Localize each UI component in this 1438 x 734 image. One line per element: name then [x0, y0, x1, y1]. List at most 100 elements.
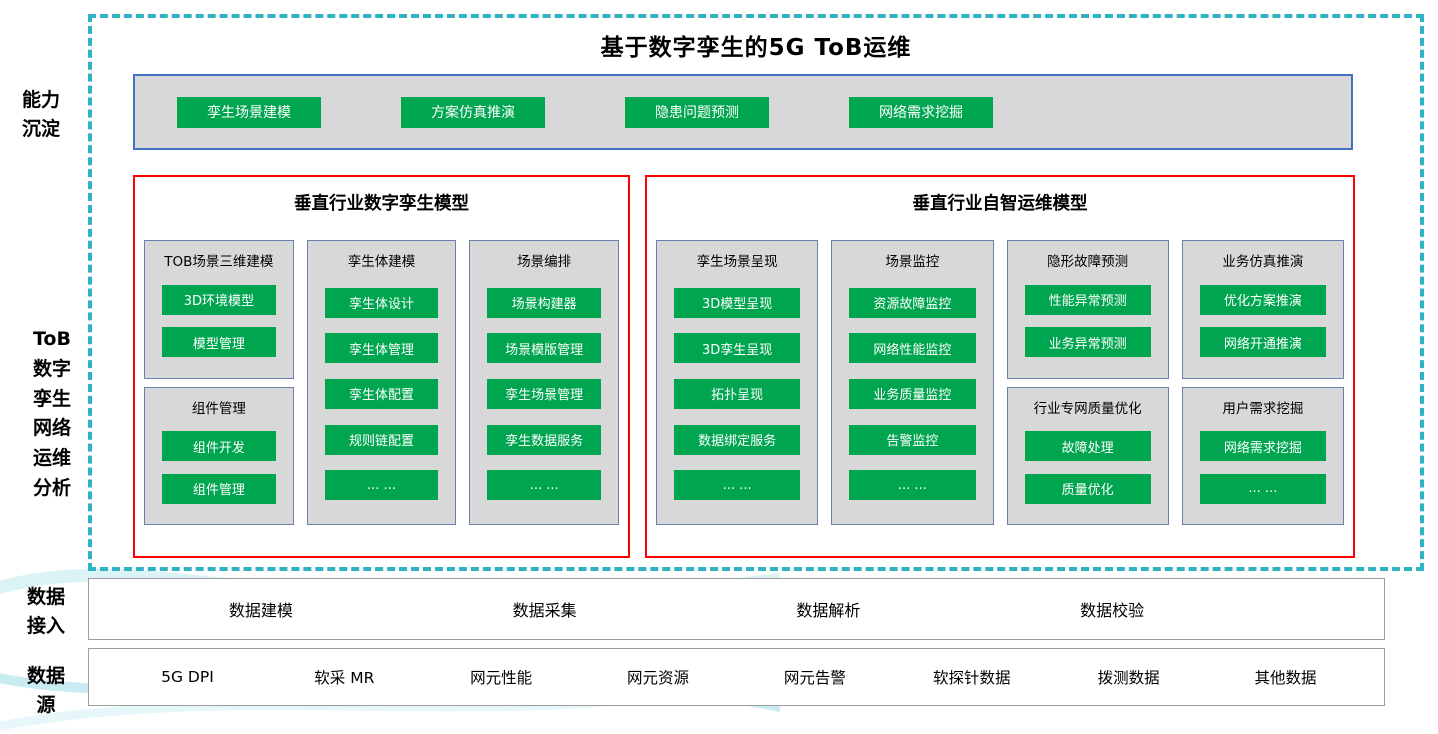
module-performance-anomaly-prediction: 性能异常预测: [1024, 284, 1151, 315]
module-component-development: 组件开发: [162, 431, 276, 461]
data-source-row: 5G DPI 软采 MR 网元性能 网元资源 网元告警 软探针数据 拨测数据 其…: [88, 648, 1385, 706]
group-title: 场景编排: [517, 254, 572, 270]
group-items: 网络需求挖掘 ... ...: [1183, 417, 1343, 525]
module-resource-fault-monitoring: 资源故障监控: [849, 287, 976, 318]
twin-columns: TOB场景三维建模 3D环境模型 模型管理 组件管理 组件开发 组件管理: [144, 240, 620, 525]
section-autonomous-ops-model: 垂直行业自智运维模型 孪生场景呈现 3D模型呈现 3D孪生呈现 拓扑呈现 数据绑…: [645, 175, 1355, 558]
group-user-demand-mining: 用户需求挖掘 网络需求挖掘 ... ...: [1181, 386, 1344, 525]
source-soft-collect-mr: 软采 MR: [314, 669, 375, 687]
group-items: 故障处理 质量优化: [1008, 417, 1168, 525]
group-tob-3d-scene-modeling: TOB场景三维建模 3D环境模型 模型管理: [144, 240, 294, 379]
module-ellipsis: ... ...: [324, 470, 439, 501]
module-network-provisioning-deduction: 网络开通推演: [1199, 327, 1326, 357]
label-tob-digital-twin-analysis: ToB 数字 孪生 网络 运维 分析: [32, 328, 71, 500]
group-title: 组件管理: [191, 400, 246, 417]
column-scene-monitoring: 场景监控 资源故障监控 网络性能监控 业务质量监控 告警监控 ... ...: [831, 240, 994, 525]
source-other-data: 其他数据: [1254, 669, 1317, 687]
data-access-validation: 数据校验: [1080, 601, 1145, 620]
label-capability-accumulation: 能力 沉淀: [21, 89, 60, 140]
group-title: 业务仿真推演: [1222, 254, 1304, 270]
source-dial-test-data: 拨测数据: [1097, 669, 1160, 687]
module-optimization-plan-deduction: 优化方案推演: [1199, 284, 1326, 315]
column-3d-scene-modeling: TOB场景三维建模 3D环境模型 模型管理 组件管理 组件开发 组件管理: [144, 240, 294, 525]
group-items: 场景构建器 场景模版管理 孪生场景管理 孪生数据服务 ... ...: [470, 270, 618, 524]
group-title: 隐形故障预测: [1047, 254, 1129, 270]
module-fault-handling: 故障处理: [1024, 431, 1151, 461]
data-access-modeling: 数据建模: [228, 601, 293, 620]
module-model-management: 模型管理: [162, 327, 276, 357]
group-title: 孪生体建模: [347, 254, 416, 270]
module-rule-chain-configuration: 规则链配置: [324, 424, 439, 455]
group-title: 用户需求挖掘: [1222, 400, 1304, 417]
module-ellipsis: ... ...: [674, 470, 801, 501]
ops-columns: 孪生场景呈现 3D模型呈现 3D孪生呈现 拓扑呈现 数据绑定服务 ... ...…: [656, 240, 1344, 525]
module-network-demand-mining: 网络需求挖掘: [1199, 431, 1326, 461]
column-service-simulation: 业务仿真推演 优化方案推演 网络开通推演 用户需求挖掘 网络需求挖掘 ... .…: [1181, 240, 1344, 525]
module-network-performance-monitoring: 网络性能监控: [849, 333, 976, 364]
group-twin-scene-presentation: 孪生场景呈现 3D模型呈现 3D孪生呈现 拓扑呈现 数据绑定服务 ... ...: [656, 240, 819, 525]
module-topology-presentation: 拓扑呈现: [674, 378, 801, 409]
module-quality-optimization: 质量优化: [1024, 473, 1151, 504]
main-dashed-frame: [88, 14, 1424, 571]
group-items: 3D环境模型 模型管理: [145, 270, 293, 378]
group-items: 性能异常预测 业务异常预测: [1008, 270, 1168, 378]
module-3d-twin-presentation: 3D孪生呈现: [674, 333, 801, 364]
group-twin-body-modeling: 孪生体建模 孪生体设计 孪生体管理 孪生体配置 规则链配置 ... ...: [306, 240, 457, 525]
group-items: 优化方案推演 网络开通推演: [1183, 270, 1343, 378]
module-component-management: 组件管理: [162, 473, 276, 504]
group-hidden-fault-prediction: 隐形故障预测 性能异常预测 业务异常预测: [1006, 240, 1169, 379]
group-title: 孪生场景呈现: [696, 254, 778, 270]
module-twin-design: 孪生体设计: [324, 287, 439, 318]
source-ne-alarm: 网元告警: [783, 669, 846, 687]
module-twin-scene-management: 孪生场景管理: [487, 378, 602, 409]
source-ne-resource: 网元资源: [627, 669, 690, 687]
module-3d-environment-model: 3D环境模型: [162, 284, 276, 315]
module-service-anomaly-prediction: 业务异常预测: [1024, 327, 1151, 357]
module-service-quality-monitoring: 业务质量监控: [849, 378, 976, 409]
label-data-access: 数据 接入: [26, 586, 65, 637]
module-alarm-monitoring: 告警监控: [849, 424, 976, 455]
group-title: 场景监控: [885, 254, 940, 270]
group-scene-orchestration: 场景编排 场景构建器 场景模版管理 孪生场景管理 孪生数据服务 ... ...: [469, 240, 620, 525]
capability-network-demand-mining: 网络需求挖掘: [849, 96, 993, 128]
module-scene-builder: 场景构建器: [487, 287, 602, 318]
group-service-simulation-deduction: 业务仿真推演 优化方案推演 网络开通推演: [1181, 240, 1344, 379]
capability-simulation-deduction: 方案仿真推演: [401, 96, 545, 128]
group-title: 行业专网质量优化: [1033, 400, 1142, 417]
data-access-collection: 数据采集: [512, 601, 577, 620]
capability-hidden-issue-prediction: 隐患问题预测: [625, 96, 769, 128]
data-access-parsing: 数据解析: [796, 601, 861, 620]
capability-twin-scene-modeling: 孪生场景建模: [177, 96, 321, 128]
data-access-row: 数据建模 数据采集 数据解析 数据校验: [88, 578, 1385, 640]
group-items: 孪生体设计 孪生体管理 孪生体配置 规则链配置 ... ...: [308, 270, 456, 524]
group-private-network-quality-optimization: 行业专网质量优化 故障处理 质量优化: [1006, 386, 1169, 525]
section-title-digital-twin: 垂直行业数字孪生模型: [294, 194, 469, 214]
label-data-source: 数据 源: [26, 665, 65, 716]
column-twin-body-modeling: 孪生体建模 孪生体设计 孪生体管理 孪生体配置 规则链配置 ... ...: [306, 240, 457, 525]
module-scene-template-management: 场景模版管理: [487, 333, 602, 364]
module-twin-data-service: 孪生数据服务: [487, 424, 602, 455]
section-digital-twin-model: 垂直行业数字孪生模型 TOB场景三维建模 3D环境模型 模型管理 组件管理 组件…: [133, 175, 630, 558]
module-3d-model-presentation: 3D模型呈现: [674, 287, 801, 318]
group-component-management: 组件管理 组件开发 组件管理: [144, 386, 294, 525]
source-5g-dpi: 5G DPI: [161, 668, 214, 686]
column-fault-prediction: 隐形故障预测 性能异常预测 业务异常预测 行业专网质量优化 故障处理 质量优化: [1006, 240, 1169, 525]
group-title: TOB场景三维建模: [164, 254, 274, 270]
column-scene-orchestration: 场景编排 场景构建器 场景模版管理 孪生场景管理 孪生数据服务 ... ...: [469, 240, 620, 525]
group-scene-monitoring: 场景监控 资源故障监控 网络性能监控 业务质量监控 告警监控 ... ...: [831, 240, 994, 525]
module-ellipsis: ... ...: [487, 470, 602, 501]
section-title-autonomous-ops: 垂直行业自智运维模型: [912, 194, 1088, 214]
diagram-title: 基于数字孪生的5G ToB运维: [600, 35, 912, 61]
group-items: 3D模型呈现 3D孪生呈现 拓扑呈现 数据绑定服务 ... ...: [657, 270, 817, 524]
module-ellipsis: ... ...: [849, 470, 976, 501]
group-items: 组件开发 组件管理: [145, 417, 293, 525]
capability-bar: 孪生场景建模 方案仿真推演 隐患问题预测 网络需求挖掘: [133, 74, 1353, 150]
module-twin-configuration: 孪生体配置: [324, 378, 439, 409]
module-data-binding-service: 数据绑定服务: [674, 424, 801, 455]
source-soft-probe-data: 软探针数据: [933, 669, 1011, 687]
source-ne-performance: 网元性能: [470, 669, 533, 687]
group-items: 资源故障监控 网络性能监控 业务质量监控 告警监控 ... ...: [832, 270, 992, 524]
module-twin-management: 孪生体管理: [324, 333, 439, 364]
module-ellipsis: ... ...: [1199, 473, 1326, 504]
